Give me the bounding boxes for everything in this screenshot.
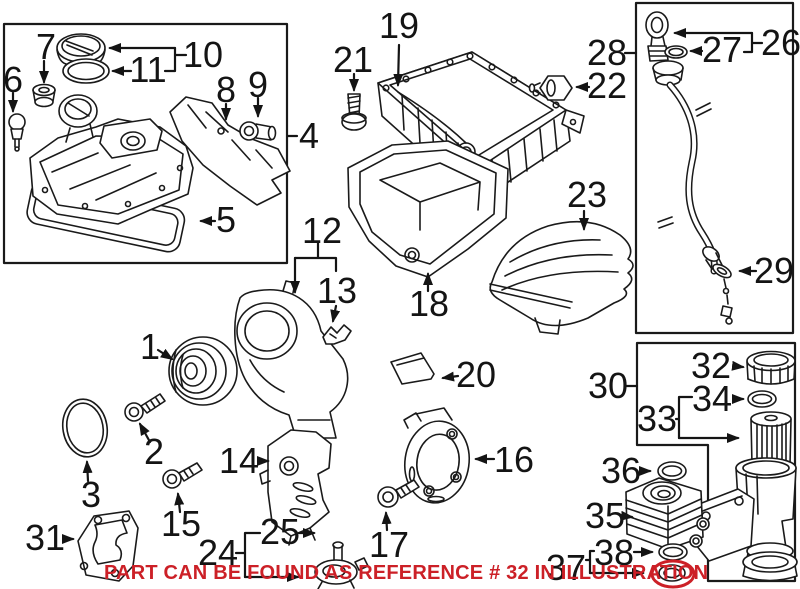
filter-cap-oring-drawing [747, 390, 777, 408]
callout-19: 19 [378, 5, 420, 46]
baffle-plate-drawing [169, 96, 291, 206]
sensor-drawing [8, 113, 26, 152]
leader-lines [8, 28, 764, 582]
callout-31: 31 [24, 517, 66, 558]
callout-20: 20 [455, 354, 497, 395]
windage-tray-drawing [489, 220, 634, 335]
callout-1: 1 [139, 326, 161, 367]
callout-29: 29 [753, 250, 795, 291]
valve-cover-box [2, 22, 289, 265]
callout-12: 12 [301, 210, 343, 251]
dipstick-box [634, 1, 795, 335]
sealing-disc-drawing [61, 398, 109, 458]
callout-32: 32 [690, 345, 732, 386]
seal-flange-plate-drawing [403, 407, 470, 504]
callout-33: 33 [636, 398, 678, 439]
callout-21: 21 [332, 39, 374, 80]
callout-5: 5 [215, 199, 237, 240]
highlight-circle [650, 559, 696, 589]
callout-15: 15 [160, 503, 202, 544]
dipstick-drawing [645, 11, 733, 325]
pcv-valve-drawing [239, 121, 277, 141]
callout-23: 23 [566, 174, 608, 215]
callout-14: 14 [218, 440, 260, 481]
callout-11: 11 [129, 49, 167, 90]
pulley-bolt-drawing [124, 393, 166, 422]
callout-4: 4 [298, 115, 320, 156]
crankshaft-pulley-drawing [168, 336, 238, 406]
callout-26: 26 [760, 22, 800, 63]
lower-timing-cover-drawing [259, 429, 332, 546]
highlighted-seal-drawing [658, 564, 686, 582]
flange-bolt-drawing [377, 479, 420, 508]
callout-9: 9 [247, 64, 269, 105]
lower-sump-drawing [347, 140, 509, 278]
callout-13: 13 [316, 270, 358, 311]
callout-2: 2 [143, 431, 165, 472]
dipstick-tube-seal-drawing [712, 263, 732, 279]
callout-8: 8 [215, 69, 237, 110]
callout-30: 30 [587, 365, 629, 406]
callout-7: 7 [35, 26, 57, 67]
oil-pan-drawing [377, 51, 585, 203]
callout-38: 38 [593, 532, 635, 573]
filler-cap-seal-drawing [62, 58, 110, 84]
callout-28: 28 [586, 32, 628, 73]
callout-35: 35 [584, 495, 626, 536]
grommet-drawing [32, 83, 56, 108]
callout-22: 22 [586, 65, 628, 106]
cover-bolt-drawing [162, 462, 203, 489]
filter-cap-drawing [746, 350, 796, 385]
drain-plug-drawing [528, 75, 573, 101]
cooler-oring-drawing [657, 461, 687, 481]
oil-filter-box [635, 341, 797, 583]
sealant-strip-drawing [390, 352, 435, 385]
callout-10: 10 [182, 34, 224, 75]
flange-gasket-drawing [77, 510, 139, 582]
timing-cover-drawing [234, 280, 349, 439]
callout-6: 6 [2, 59, 24, 100]
retaining-clip-drawing [322, 324, 352, 345]
callout-24: 24 [197, 532, 239, 573]
callout-18: 18 [408, 283, 450, 324]
callout-34: 34 [691, 378, 733, 419]
filter-housing-drawing [691, 457, 798, 582]
pan-bolt-drawing [341, 93, 367, 131]
callout-17: 17 [368, 524, 410, 565]
callout-36: 36 [600, 450, 642, 491]
oil-suction-funnel-drawing [314, 541, 369, 589]
callout-27: 27 [701, 29, 743, 70]
callout-16: 16 [493, 439, 535, 480]
callout-37: 37 [545, 547, 587, 588]
callout-3: 3 [80, 474, 102, 515]
highlight-notice: PART CAN BE FOUND AS REFERENCE # 32 IN I… [104, 562, 709, 584]
callout-25: 25 [259, 511, 301, 552]
valve-cover-drawing [29, 94, 194, 225]
oil-cooler-drawing [625, 477, 710, 550]
